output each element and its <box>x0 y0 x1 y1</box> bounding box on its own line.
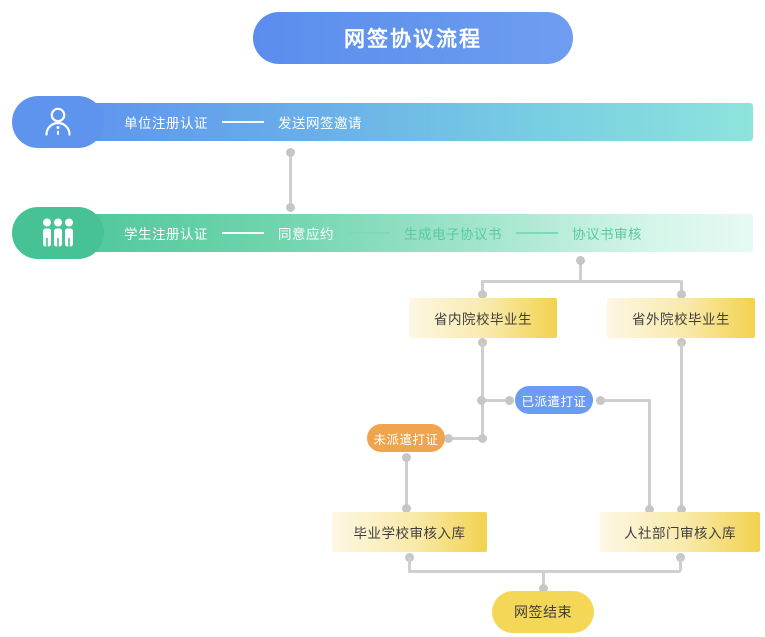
connector-dot <box>505 396 514 405</box>
lane-student-bar <box>64 214 753 252</box>
connector-dot <box>677 290 686 299</box>
connector-merge-stem <box>542 570 545 588</box>
connector-dot <box>478 290 487 299</box>
connector-dot <box>576 256 585 265</box>
step-connector-dash <box>222 232 264 234</box>
node-in-province-graduate[interactable]: 省内院校毕业生 <box>409 298 557 338</box>
step-label: 发送网签邀请 <box>278 116 362 131</box>
connector-dot <box>286 203 295 212</box>
single-person-icon <box>39 103 77 141</box>
connector-branch-stem <box>579 259 582 281</box>
node-not-dispatched[interactable]: 未派遣打证 <box>367 424 445 452</box>
connector-lane1-lane2 <box>289 151 292 207</box>
node-out-province-graduate[interactable]: 省外院校毕业生 <box>607 298 755 338</box>
node-dispatched[interactable]: 已派遣打证 <box>515 386 593 414</box>
lane-employer-bar <box>64 103 753 141</box>
connector-in-province-trunk <box>481 342 484 442</box>
connector-to-dispatched <box>481 399 509 402</box>
connector-merge-bar <box>408 570 681 573</box>
connector-out-province-to-hr <box>680 342 683 509</box>
connector-branch-left <box>481 280 484 294</box>
connector-branch-bar <box>481 280 681 283</box>
connector-dispatched-to-hr-v <box>648 399 651 509</box>
step-label: 同意应约 <box>278 227 334 242</box>
page-title: 网签协议流程 <box>253 12 573 64</box>
step-label: 生成电子协议书 <box>404 227 502 242</box>
connector-branch-right <box>680 280 683 294</box>
lane-student-cap <box>12 207 104 259</box>
step-label: 单位注册认证 <box>124 116 208 131</box>
connector-dot <box>596 396 605 405</box>
step-label: 学生注册认证 <box>124 227 208 242</box>
lane-student-steps: 学生注册认证 同意应约 生成电子协议书 协议书审核 <box>124 214 642 252</box>
node-school-review[interactable]: 毕业学校审核入库 <box>332 512 487 552</box>
step-connector-dash <box>348 232 390 234</box>
step-label: 协议书审核 <box>572 227 642 242</box>
connector-dot <box>539 584 548 593</box>
connector-dot <box>286 148 295 157</box>
connector-dot <box>402 504 411 513</box>
connector-to-not-dispatched <box>448 437 483 440</box>
connector-dot <box>478 434 487 443</box>
connector-dot <box>677 505 686 514</box>
connector-merge-left <box>408 557 411 571</box>
lane-employer: 单位注册认证 发送网签邀请 <box>12 96 753 148</box>
connector-dot <box>402 453 411 462</box>
step-connector-dash <box>516 232 558 234</box>
step-connector-dash <box>222 121 264 123</box>
connector-merge-right <box>679 557 682 571</box>
connector-dot <box>645 505 654 514</box>
lane-employer-steps: 单位注册认证 发送网签邀请 <box>124 103 362 141</box>
connector-not-dispatched-to-school <box>405 456 408 508</box>
lane-student: 学生注册认证 同意应约 生成电子协议书 协议书审核 <box>12 207 753 259</box>
group-people-icon <box>38 216 78 250</box>
connector-dot <box>477 396 486 405</box>
node-end[interactable]: 网签结束 <box>492 591 594 633</box>
node-hr-review[interactable]: 人社部门审核入库 <box>600 512 760 552</box>
connector-dot <box>444 434 453 443</box>
connector-dispatched-to-hr-h <box>600 399 650 402</box>
lane-employer-cap <box>12 96 104 148</box>
